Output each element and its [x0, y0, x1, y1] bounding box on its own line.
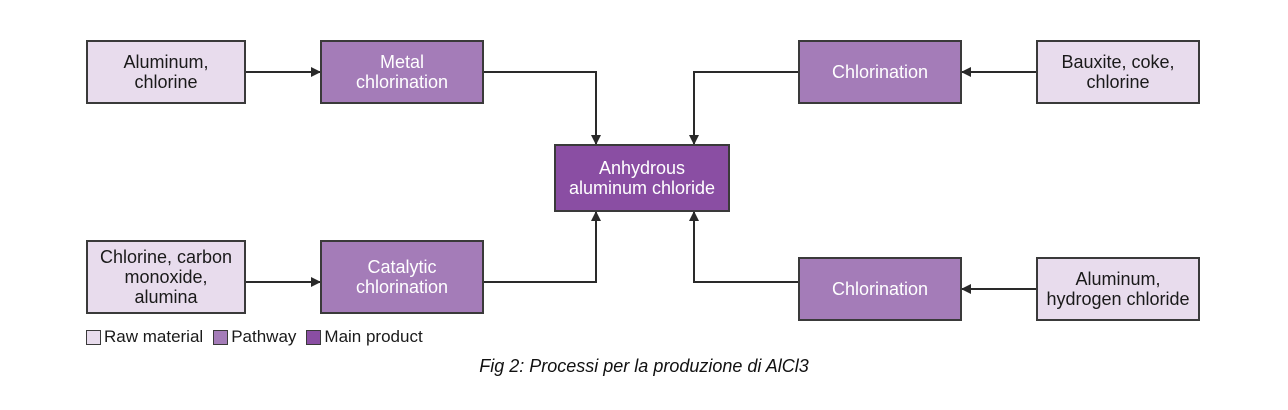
node-label: Chlorine, carbon monoxide, alumina	[99, 247, 233, 307]
legend-item-main: Main product	[306, 327, 423, 347]
legend-label-main: Main product	[324, 327, 423, 346]
node-label: Aluminum, hydrogen chloride	[1046, 269, 1190, 309]
legend: Raw material Pathway Main product	[86, 327, 433, 347]
node-catalytic-chlorination: Catalytic chlorination	[320, 240, 484, 314]
node-label: Metal chlorination	[355, 52, 449, 92]
node-raw-aluminum-hcl: Aluminum, hydrogen chloride	[1036, 257, 1200, 321]
arrow-metal-to-main	[484, 71, 601, 145]
node-main-product: Anhydrous aluminum chloride	[554, 144, 730, 212]
node-label: Catalytic chlorination	[355, 257, 449, 297]
node-raw-chlorine-co-alumina: Chlorine, carbon monoxide, alumina	[86, 240, 246, 314]
node-label: Bauxite, coke, chlorine	[1061, 52, 1175, 92]
node-chlorination-bottom: Chlorination	[798, 257, 962, 321]
node-label: Chlorination	[831, 62, 929, 82]
legend-item-raw: Raw material	[86, 327, 203, 347]
arrow-catalytic-to-main	[484, 211, 601, 283]
legend-label-pathway: Pathway	[231, 327, 297, 346]
arrow-chlorination-bottom-to-main	[689, 211, 798, 283]
legend-item-pathway: Pathway	[213, 327, 296, 347]
figure-caption: Fig 2: Processi per la produzione di AlC…	[479, 356, 809, 376]
node-raw-aluminum-chlorine: Aluminum, chlorine	[86, 40, 246, 104]
node-label: Aluminum, chlorine	[123, 52, 209, 92]
arrow-chlorination-top-to-main	[689, 71, 798, 145]
node-raw-bauxite-coke-chlorine: Bauxite, coke, chlorine	[1036, 40, 1200, 104]
node-chlorination-top: Chlorination	[798, 40, 962, 104]
node-metal-chlorination: Metal chlorination	[320, 40, 484, 104]
legend-label-raw: Raw material	[104, 327, 204, 346]
legend-swatch-raw	[86, 329, 101, 345]
node-label: Chlorination	[831, 279, 929, 299]
node-label: Anhydrous aluminum chloride	[568, 158, 716, 198]
legend-swatch-pathway	[213, 329, 229, 345]
legend-swatch-main	[306, 329, 322, 345]
